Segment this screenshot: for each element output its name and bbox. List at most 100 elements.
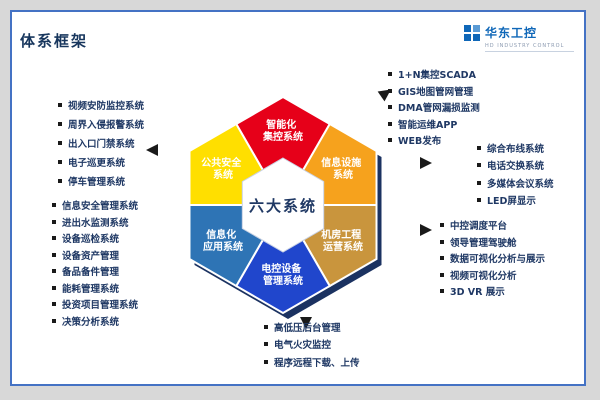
bullet-icon — [52, 236, 56, 241]
list-item: 备品备件管理 — [52, 263, 138, 280]
bullet-icon — [52, 302, 56, 307]
list-item-label: 智能运维APP — [398, 119, 458, 131]
list-item: LED屏显示 — [477, 192, 554, 210]
list-item-label: 电子巡更系统 — [68, 157, 126, 169]
list-item: 设备巡检系统 — [52, 230, 138, 247]
list-item-label: 电气火灾监控 — [274, 340, 332, 352]
segment-label-machine-room: 机房工程 运营系统 — [321, 228, 364, 253]
list-item: 周界入侵报警系统 — [58, 114, 144, 133]
logo-divider — [485, 51, 574, 52]
list-info-application: 信息安全管理系统进出水监测系统设备巡检系统设备资产管理备品备件管理能耗管理系统投… — [52, 197, 138, 329]
list-info-facility: 综合布线系统电话交换系统多媒体会议系统 LED屏显示 — [477, 139, 554, 209]
list-item-label: 备品备件管理 — [62, 267, 120, 279]
bullet-icon — [477, 180, 481, 185]
bullet-icon — [388, 88, 392, 93]
list-item-label: 视频安防监控系统 — [68, 100, 145, 112]
arrow-left-icon — [146, 144, 158, 156]
list-item-label: 进出水监测系统 — [62, 217, 129, 229]
bullet-icon — [440, 239, 444, 244]
bullet-icon — [52, 219, 56, 224]
page-title: 体系框架 — [20, 32, 89, 50]
list-item: 3D VR 展示 — [440, 283, 545, 300]
bullet-icon — [52, 269, 56, 274]
bullet-icon — [440, 289, 444, 294]
segment-label-intelligent-control: 智能化 集控系统 — [262, 118, 303, 143]
bullet-icon — [264, 342, 268, 347]
bullet-icon — [440, 256, 444, 261]
bullet-icon — [440, 223, 444, 228]
bullet-icon — [52, 252, 56, 257]
list-item-label: 领导管理驾驶舱 — [450, 237, 517, 249]
list-item-label: 综合布线系统 — [487, 143, 545, 155]
bullet-icon — [58, 178, 62, 183]
list-item: 高低压后台管理 — [264, 318, 360, 336]
list-item-label: 决策分析系统 — [62, 316, 120, 328]
arrow-right-upper-icon — [420, 157, 432, 169]
bullet-icon — [52, 203, 56, 208]
list-item: 停车管理系统 — [58, 171, 144, 190]
list-item: WEB发布 — [388, 132, 480, 149]
list-item-label: 投资项目管理系统 — [62, 300, 139, 312]
list-item-label: 设备资产管理 — [62, 250, 120, 262]
list-item-label: 电话交换系统 — [487, 161, 545, 173]
logo-subtitle: HD INDUSTRY CONTROL — [485, 43, 565, 49]
list-item-label: 能耗管理系统 — [62, 283, 120, 295]
list-item-label: 周界入侵报警系统 — [68, 119, 145, 131]
list-item-label: LED屏显示 — [487, 196, 536, 208]
company-logo: 华东工控 HD INDUSTRY CONTROL — [464, 24, 574, 52]
arrow-bottom-icon — [300, 317, 312, 329]
list-item-label: GIS地图管网管理 — [398, 86, 474, 98]
segment-label-info-facility: 信息设施 系统 — [321, 156, 364, 181]
bullet-icon — [264, 324, 268, 329]
list-item: 电子巡更系统 — [58, 152, 144, 171]
list-item: 投资项目管理系统 — [52, 296, 138, 313]
segment-label-public-safety: 公共安全 系统 — [201, 156, 244, 181]
list-item-label: 设备巡检系统 — [62, 234, 120, 246]
bullet-icon — [388, 138, 392, 143]
list-item-label: 数据可视化分析与展示 — [450, 254, 546, 266]
list-item-label: 出入口门禁系统 — [68, 138, 135, 150]
bullet-icon — [388, 105, 392, 110]
list-item: DMA管网漏损监测 — [388, 99, 480, 116]
bullet-icon — [388, 121, 392, 126]
list-item-label: 信息安全管理系统 — [62, 201, 139, 213]
list-item: 视频安防监控系统 — [58, 95, 144, 114]
list-item-label: 程序远程下载、上传 — [274, 357, 360, 369]
list-item-label: 高低压后台管理 — [274, 322, 341, 334]
bullet-icon — [264, 359, 268, 364]
list-electric-equipment: 高低压后台管理电气火灾监控程序远程下载、上传 — [264, 318, 360, 371]
segment-label-info-application: 信息化 应用系统 — [203, 228, 243, 253]
list-item-label: 多媒体会议系统 — [487, 178, 554, 190]
bullet-icon — [52, 285, 56, 290]
bullet-icon — [58, 102, 62, 107]
list-item-label: 中控调度平台 — [450, 221, 508, 233]
list-item: 视频可视化分析 — [440, 267, 545, 284]
bullet-icon — [477, 145, 481, 150]
list-item-label: DMA管网漏损监测 — [398, 103, 480, 115]
bullet-icon — [52, 318, 56, 323]
list-item: 出入口门禁系统 — [58, 133, 144, 152]
list-item-label: 视频可视化分析 — [450, 270, 517, 282]
list-item: 设备资产管理 — [52, 247, 138, 264]
list-item: 能耗管理系统 — [52, 280, 138, 297]
list-item: 程序远程下载、上传 — [264, 353, 360, 371]
list-item-label: WEB发布 — [398, 136, 442, 148]
list-public-safety: 视频安防监控系统周界入侵报警系统出入口门禁系统电子巡更系统停车管理系统 — [58, 95, 144, 190]
list-item-label: 1+N集控SCADA — [398, 70, 476, 82]
list-item: 领导管理驾驶舱 — [440, 234, 545, 251]
bullet-icon — [58, 121, 62, 126]
logo-icon — [464, 24, 480, 41]
list-intelligent-control: 1+N集控SCADA GIS地图管网管理 DMA管网漏损监测智能运维APP WEB发布 — [388, 66, 480, 149]
list-item-label: 停车管理系统 — [68, 176, 126, 188]
arrow-right-lower-icon — [420, 224, 432, 236]
segment-label-electric-equipment: 电控设备 管理系统 — [261, 262, 304, 287]
list-item: 电话交换系统 — [477, 157, 554, 175]
center-hexagon-label: 六大系统 — [249, 197, 317, 215]
list-item: 决策分析系统 — [52, 313, 138, 330]
list-item: 电气火灾监控 — [264, 336, 360, 354]
arrow-top-right-icon — [377, 89, 391, 102]
bullet-icon — [388, 72, 392, 77]
list-item: 进出水监测系统 — [52, 214, 138, 231]
